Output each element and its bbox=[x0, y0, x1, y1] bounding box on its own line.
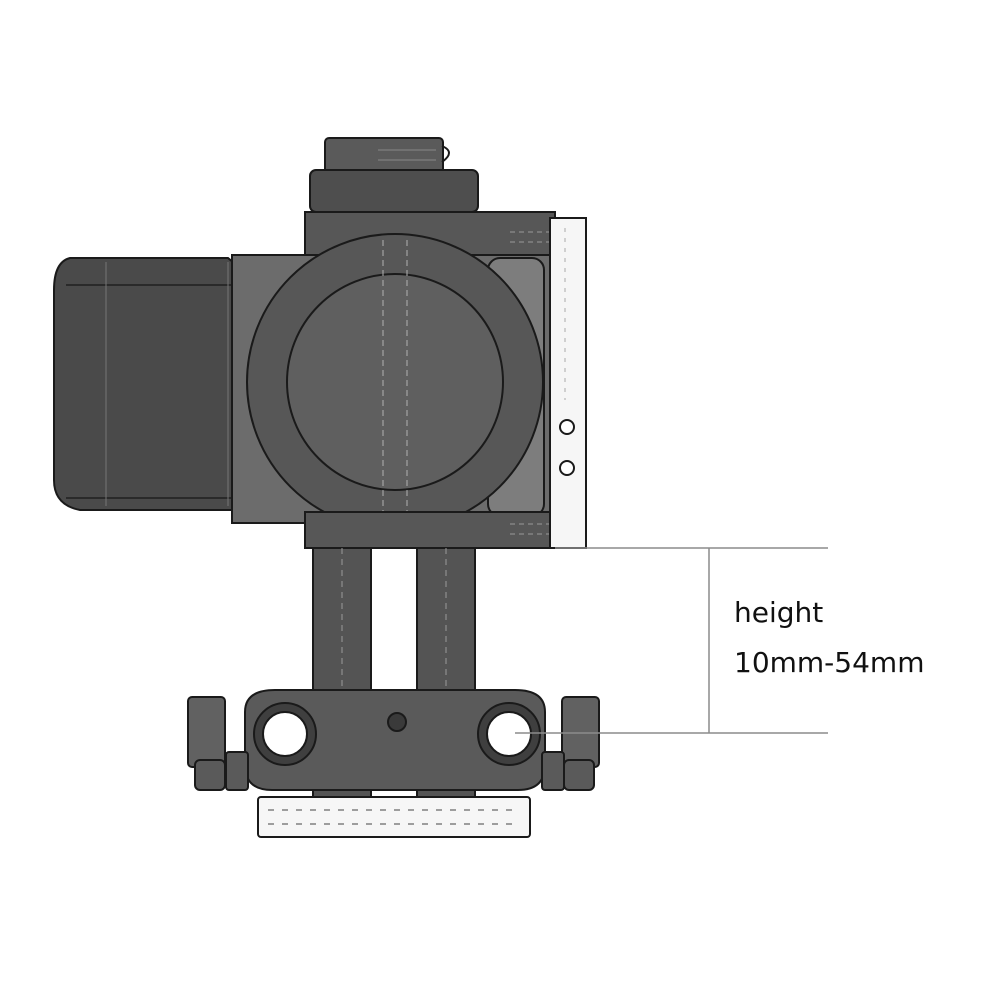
clamp-knob-right bbox=[541, 696, 600, 791]
side-grip bbox=[53, 257, 241, 511]
height-range-label: 10mm-54mm bbox=[734, 646, 925, 679]
top-shoe-mount bbox=[309, 137, 479, 213]
height-label: height bbox=[734, 596, 824, 629]
clamp-knob-left bbox=[187, 696, 249, 791]
base-plate bbox=[257, 796, 531, 838]
lens bbox=[246, 233, 544, 531]
rod-clamp bbox=[244, 689, 546, 791]
side-plate bbox=[549, 217, 587, 549]
cage-bottom-band bbox=[304, 511, 556, 549]
height-dimension bbox=[515, 547, 828, 734]
